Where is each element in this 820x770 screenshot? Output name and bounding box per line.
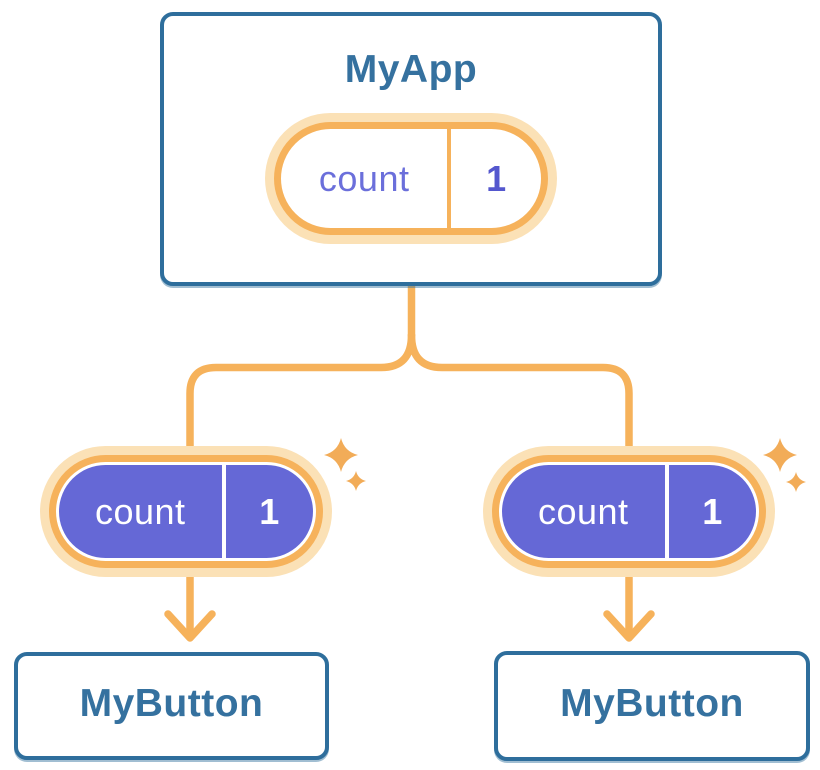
arrow-right-head <box>603 610 655 642</box>
state-name: count <box>318 157 410 199</box>
connector-left-branch <box>186 331 416 456</box>
component-card-right-child: MyButton <box>494 651 810 761</box>
pill-divider <box>664 465 669 558</box>
state-pill-body: count 1 <box>502 465 756 558</box>
state-pill-body: count 1 <box>59 465 313 558</box>
pill-divider <box>221 465 226 558</box>
state-value-cell: 1 <box>226 465 313 558</box>
state-value-cell: 1 <box>669 465 756 558</box>
pill-divider <box>447 129 452 228</box>
component-label: MyButton <box>560 682 744 726</box>
sparkle-icon <box>786 472 806 492</box>
state-value-cell: 1 <box>451 129 541 228</box>
state-pill-ring: count 1 <box>492 455 766 568</box>
state-value: 1 <box>259 490 280 532</box>
state-name-cell: count <box>59 465 222 558</box>
state-name-cell: count <box>502 465 665 558</box>
state-pill-ring: count 1 <box>274 122 548 235</box>
state-pill-right-child: count 1 <box>483 446 775 577</box>
state-pill-ring: count 1 <box>49 455 323 568</box>
state-pill-root: count 1 <box>265 113 557 244</box>
component-label: MyButton <box>79 682 264 726</box>
component-card-left-child: MyButton <box>14 652 329 760</box>
state-pill-body: count 1 <box>281 129 541 228</box>
connector-right-branch <box>407 331 633 456</box>
sparkle-icon <box>346 471 366 491</box>
state-pill-left-child: count 1 <box>40 446 332 577</box>
state-value: 1 <box>486 157 507 199</box>
state-name-cell: count <box>281 129 447 228</box>
sparkle-icon <box>763 438 797 472</box>
arrow-left-head <box>164 610 216 642</box>
state-name: count <box>94 490 186 532</box>
state-value: 1 <box>702 490 723 532</box>
state-name: count <box>537 490 629 532</box>
sparkle-icon <box>324 438 358 472</box>
component-label: MyApp <box>344 48 478 91</box>
